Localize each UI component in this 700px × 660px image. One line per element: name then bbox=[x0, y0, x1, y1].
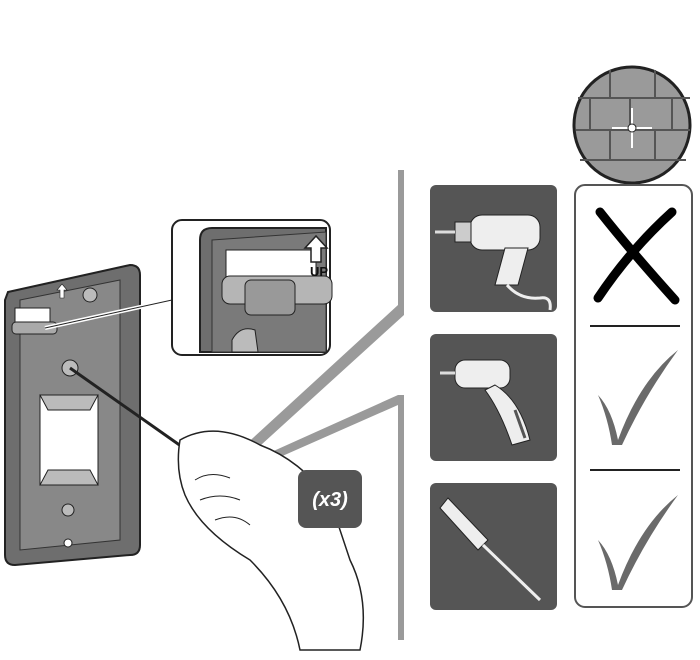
up-arrow-icon bbox=[303, 234, 329, 263]
zoom-inset: UP bbox=[44, 219, 333, 356]
mounting-plate bbox=[4, 263, 141, 567]
cross-icon bbox=[593, 207, 680, 305]
check-icon bbox=[598, 350, 678, 445]
power-drill-icon bbox=[435, 214, 552, 311]
check-icon bbox=[598, 495, 678, 590]
quantity-label: (x3) bbox=[312, 489, 348, 511]
cordless-screwdriver-icon bbox=[440, 359, 531, 446]
brick-wall-magnifier bbox=[572, 65, 692, 185]
power-drill-panel bbox=[430, 185, 557, 312]
manual-screwdriver-panel bbox=[430, 483, 557, 610]
inset-up-label: UP bbox=[310, 264, 328, 279]
quantity-badge bbox=[298, 470, 362, 528]
manual-screwdriver-icon bbox=[439, 497, 542, 602]
up-arrow-icon bbox=[56, 283, 68, 299]
cordless-screwdriver-panel bbox=[430, 334, 557, 461]
